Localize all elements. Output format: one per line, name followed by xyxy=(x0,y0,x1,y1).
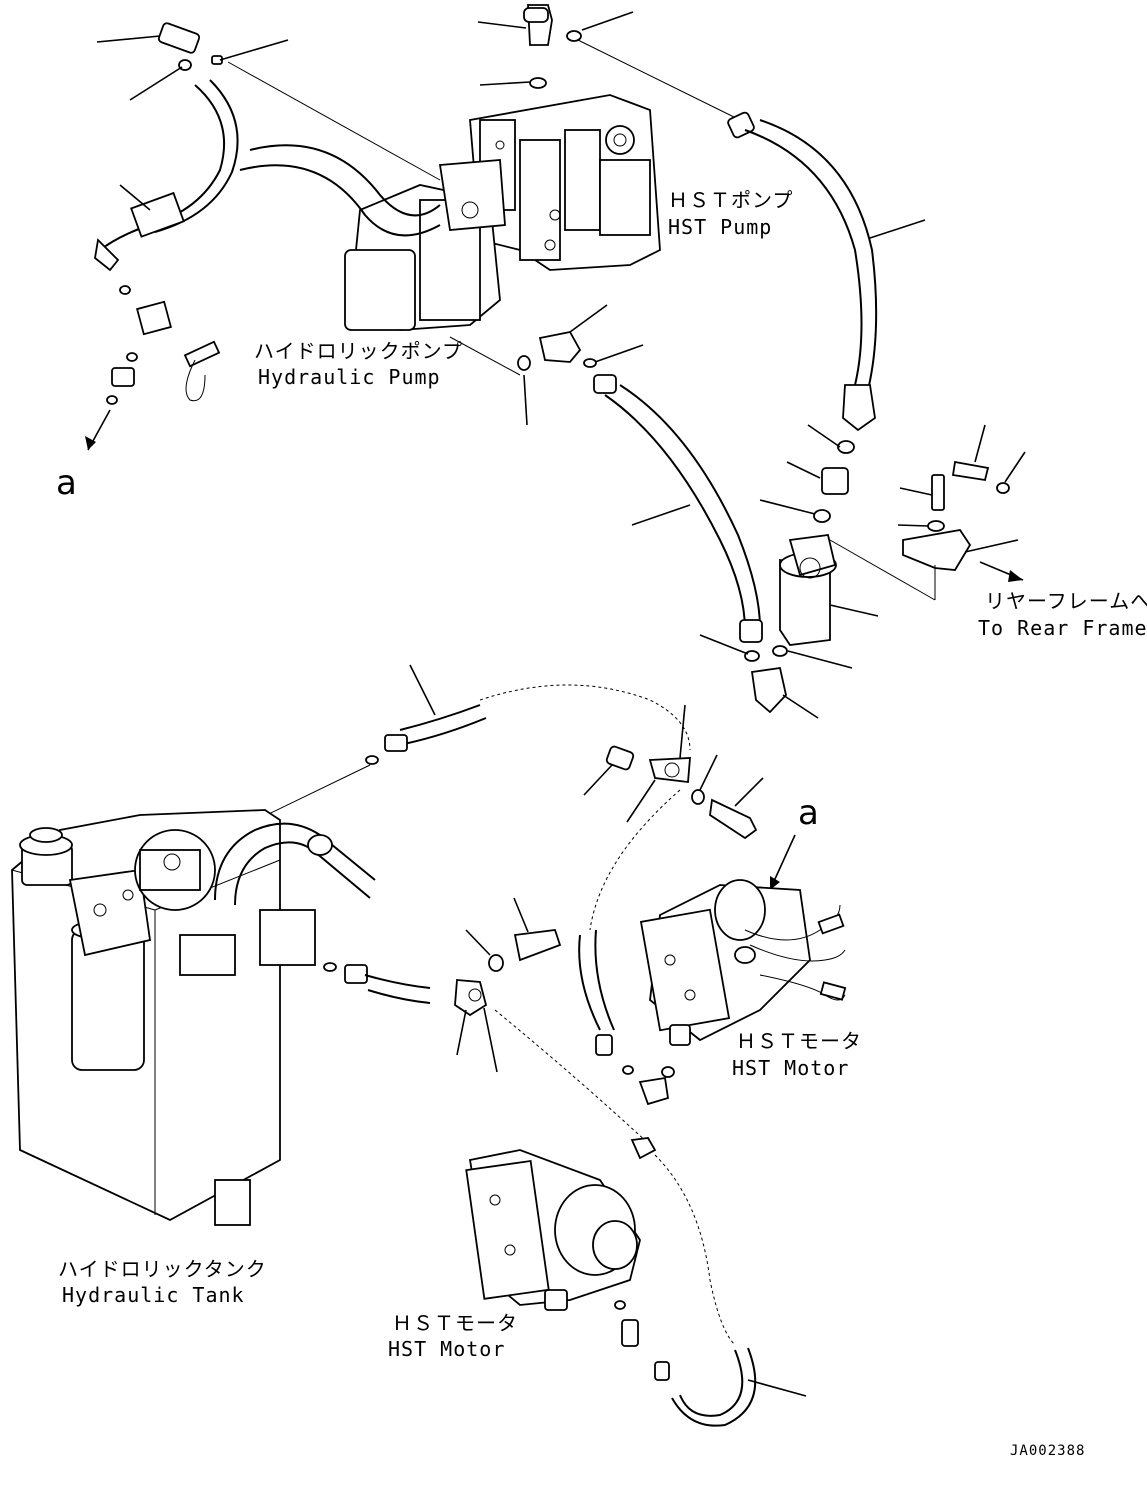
top-left-parts: a xyxy=(56,22,441,503)
ref-a-right-label: a xyxy=(798,793,819,833)
hst-motor-right-jp-label: ＨＳＴモータ xyxy=(736,1029,862,1053)
drawing-id: JA002388 xyxy=(1010,1443,1085,1459)
top-center-fittings: ＨＳＴポンプ HST Pump xyxy=(477,4,926,523)
bracket-assembly: リヤーフレームへ To Rear Frame xyxy=(897,424,1147,640)
hst-pump-jp-label: ＨＳＴポンプ xyxy=(668,188,793,212)
hst-motor-right-en-label: HST Motor xyxy=(732,1056,849,1080)
hst-motor-bottom: ＨＳＴモータ HST Motor xyxy=(388,1149,641,1361)
hst-motor-bottom-jp-label: ＨＳＴモータ xyxy=(392,1311,518,1335)
lower-hose-parts xyxy=(323,897,807,1427)
rear-frame-en-label: To Rear Frame xyxy=(978,616,1147,640)
hst-motor-right: ＨＳＴモータ HST Motor xyxy=(639,879,862,1080)
hydraulic-tank-jp-label: ハイドロリックタンク xyxy=(58,1257,267,1281)
hydraulic-pump-assembly xyxy=(239,94,661,331)
hst-pump-en-label: HST Pump xyxy=(668,215,772,239)
hydraulic-tank: ハイドロリックタンク Hydraulic Tank xyxy=(11,809,376,1307)
hydraulic-pump-jp-label: ハイドロリックポンプ xyxy=(254,339,463,363)
hydraulic-tank-en-label: Hydraulic Tank xyxy=(62,1283,245,1307)
filter-assembly xyxy=(779,534,936,646)
ref-a-left-label: a xyxy=(56,463,77,503)
hst-motor-bottom-en-label: HST Motor xyxy=(388,1337,505,1361)
rear-frame-jp-label: リヤーフレームへ xyxy=(985,589,1147,613)
return-hose: a xyxy=(214,664,819,1106)
hydraulic-pump-en-label: Hydraulic Pump xyxy=(258,365,441,389)
center-hose-parts xyxy=(517,304,853,719)
